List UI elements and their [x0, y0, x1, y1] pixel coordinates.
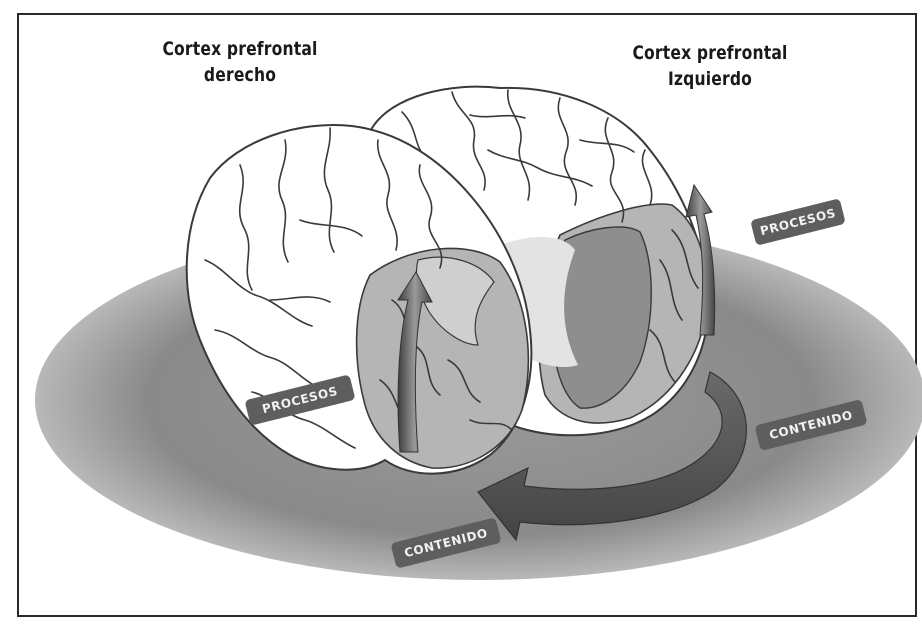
heading-left-line2: Izquierdo	[612, 66, 809, 92]
heading-left-prefrontal-cortex: Cortex prefrontal Izquierdo	[612, 40, 809, 92]
heading-right-line2: derecho	[142, 62, 339, 88]
heading-left-line1: Cortex prefrontal	[612, 40, 809, 66]
heading-right-line1: Cortex prefrontal	[142, 36, 339, 62]
heading-right-prefrontal-cortex: Cortex prefrontal derecho	[142, 36, 339, 88]
